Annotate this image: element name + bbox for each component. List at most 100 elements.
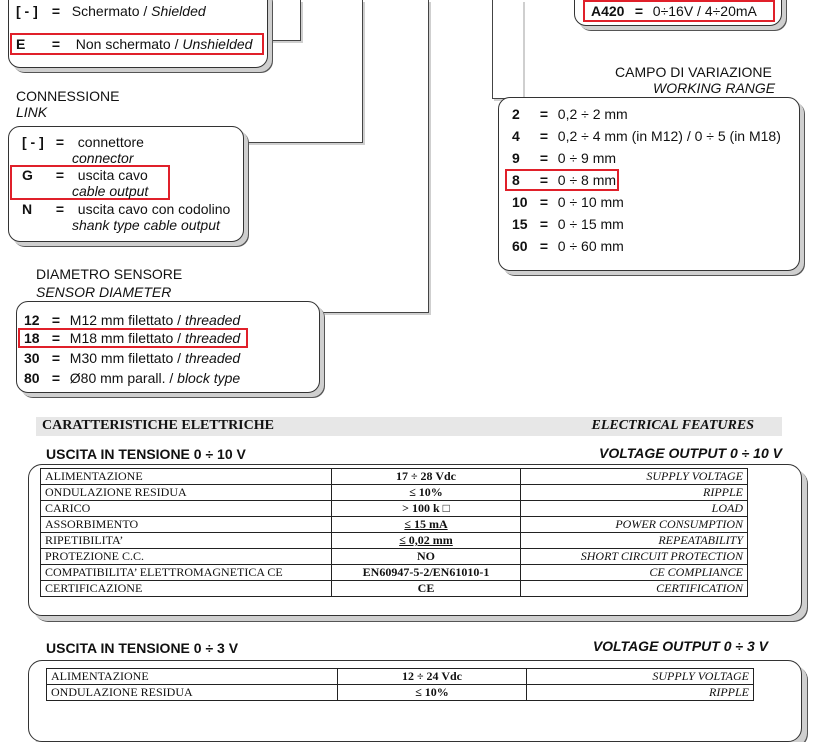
option-equals: = [55, 201, 65, 217]
option-text: 0 ÷ 15 mm [557, 216, 624, 232]
option-text: M30 mm filettato / [69, 350, 182, 366]
option-text: uscita cavo [77, 167, 148, 183]
option-text: connettore [77, 134, 144, 150]
range-option: 2 = 0,2 ÷ 2 mm [512, 106, 628, 122]
cell-label: CERTIFICAZIONE [40, 580, 332, 597]
option-code: 4 [512, 128, 520, 144]
link-options-box [8, 126, 244, 242]
link-option-cable-en: cable output [72, 183, 149, 199]
connector-line-range [492, 0, 523, 99]
option-text-en: threaded [184, 312, 241, 328]
table2-title-en: VOLTAGE OUTPUT 0 ÷ 3 V [592, 638, 768, 654]
highlight-unshielded [10, 33, 264, 55]
option-code: 30 [24, 350, 40, 366]
cell-value: ≤ 10% [331, 484, 521, 501]
cell-value: EN60947-5-2/EN61010-1 [331, 564, 521, 581]
diameter-option: 30 = M30 mm filettato / threaded [24, 350, 240, 366]
option-text: Ø80 mm parall. / [69, 370, 174, 386]
cell-label-en: RIPPLE [526, 684, 754, 701]
cell-label: RIPETIBILITA’ [40, 532, 332, 549]
highlight-diameter-18 [18, 328, 248, 348]
connector-line-link [242, 0, 363, 143]
option-text-en: Unshielded [182, 36, 253, 52]
link-option-connector-en: connector [72, 150, 134, 166]
option-code: A420 [591, 3, 625, 19]
cell-value: > 100 k □ [331, 500, 521, 517]
option-text-en: Shielded [151, 3, 206, 19]
highlight-cable-output [10, 165, 170, 200]
cell-label: ASSORBIMENTO [40, 516, 332, 533]
option-code: 8 [512, 172, 520, 188]
range-option: 60 = 0 ÷ 60 mm [512, 238, 624, 254]
link-option-shank: N = uscita cavo con codolino [22, 201, 230, 217]
table1-title: USCITA IN TENSIONE 0 ÷ 10 V [46, 446, 246, 462]
diameter-title-en: SENSOR DIAMETER [36, 284, 172, 300]
diameter-option: 12 = M12 mm filettato / threaded [24, 312, 240, 328]
option-equals: = [634, 3, 644, 19]
option-code: 9 [512, 150, 520, 166]
link-title-en: LINK [16, 104, 48, 120]
cell-label: COMPATIBILITA’ ELETTROMAGNETICA CE [40, 564, 332, 581]
option-equals: = [51, 370, 61, 386]
range-title-en: WORKING RANGE [653, 80, 776, 96]
cell-label: ONDULAZIONE RESIDUA [46, 684, 338, 701]
table2-title: USCITA IN TENSIONE 0 ÷ 3 V [46, 640, 239, 656]
option-text: M12 mm filettato / [69, 312, 182, 328]
option-text: 0 ÷ 8 mm [557, 172, 617, 188]
cell-label-en: SUPPLY VOLTAGE [526, 668, 754, 685]
cell-label: PROTEZIONE C.C. [40, 548, 332, 565]
option-code: 15 [512, 216, 528, 232]
option-code: 12 [24, 312, 40, 328]
cell-label-en: CERTIFICATION [520, 580, 748, 597]
option-code: 2 [512, 106, 520, 122]
range-option: 4 = 0,2 ÷ 4 mm (in M12) / 0 ÷ 5 (in M18) [512, 128, 781, 144]
option-text: uscita cavo con codolino [77, 201, 231, 217]
option-text: 0÷16V / 4÷20mA [652, 3, 757, 19]
option-equals: = [55, 167, 65, 183]
cell-value: 17 ÷ 28 Vdc [331, 468, 521, 485]
option-text-en: threaded [184, 330, 241, 346]
option-equals: = [51, 312, 61, 328]
option-text: Schermato [71, 3, 140, 19]
table1-title-en: VOLTAGE OUTPUT 0 ÷ 10 V [599, 445, 782, 461]
cell-label-en: LOAD [520, 500, 748, 517]
diameter-title: DIAMETRO SENSORE [36, 266, 183, 282]
range-title: CAMPO DI VARIAZIONE [615, 64, 772, 80]
cell-label-en: RIPPLE [520, 484, 748, 501]
range-option: 10 = 0 ÷ 10 mm [512, 194, 624, 210]
option-equals: = [539, 150, 549, 166]
option-equals: = [539, 216, 549, 232]
option-text: Non schermato [75, 36, 171, 52]
range-option: 8 = 0 ÷ 8 mm [512, 172, 616, 188]
cell-label-en: POWER CONSUMPTION [520, 516, 748, 533]
table-row: ONDULAZIONE RESIDUA≤ 10%RIPPLE [46, 684, 754, 701]
cell-label: ONDULAZIONE RESIDUA [40, 484, 332, 501]
option-text: M18 mm filettato / [69, 330, 182, 346]
option-text-en: threaded [184, 350, 241, 366]
range-options-box [498, 97, 800, 271]
option-code: [ - ] [22, 134, 44, 150]
option-text: 0 ÷ 60 mm [557, 238, 624, 254]
link-title: CONNESSIONE [16, 88, 120, 104]
table-row: ONDULAZIONE RESIDUA≤ 10%RIPPLE [40, 484, 748, 501]
option-equals: = [539, 106, 549, 122]
option-code: 18 [24, 330, 40, 346]
output-option: A420 = 0÷16V / 4÷20mA [591, 3, 757, 19]
cell-label-en: CE COMPLIANCE [520, 564, 748, 581]
option-code: 80 [24, 370, 40, 386]
cell-value: NO [331, 548, 521, 565]
cell-value: ≤ 15 mA [331, 516, 521, 533]
option-equals: = [539, 172, 549, 188]
option-equals: = [51, 330, 61, 346]
diameter-option: 80 = Ø80 mm parall. / block type [24, 370, 240, 386]
option-text-en: block type [177, 370, 241, 386]
option-equals: = [51, 36, 61, 52]
option-text: 0,2 ÷ 4 mm (in M12) / 0 ÷ 5 (in M18) [557, 128, 781, 144]
cell-label-en: REPEATABILITY [520, 532, 748, 549]
